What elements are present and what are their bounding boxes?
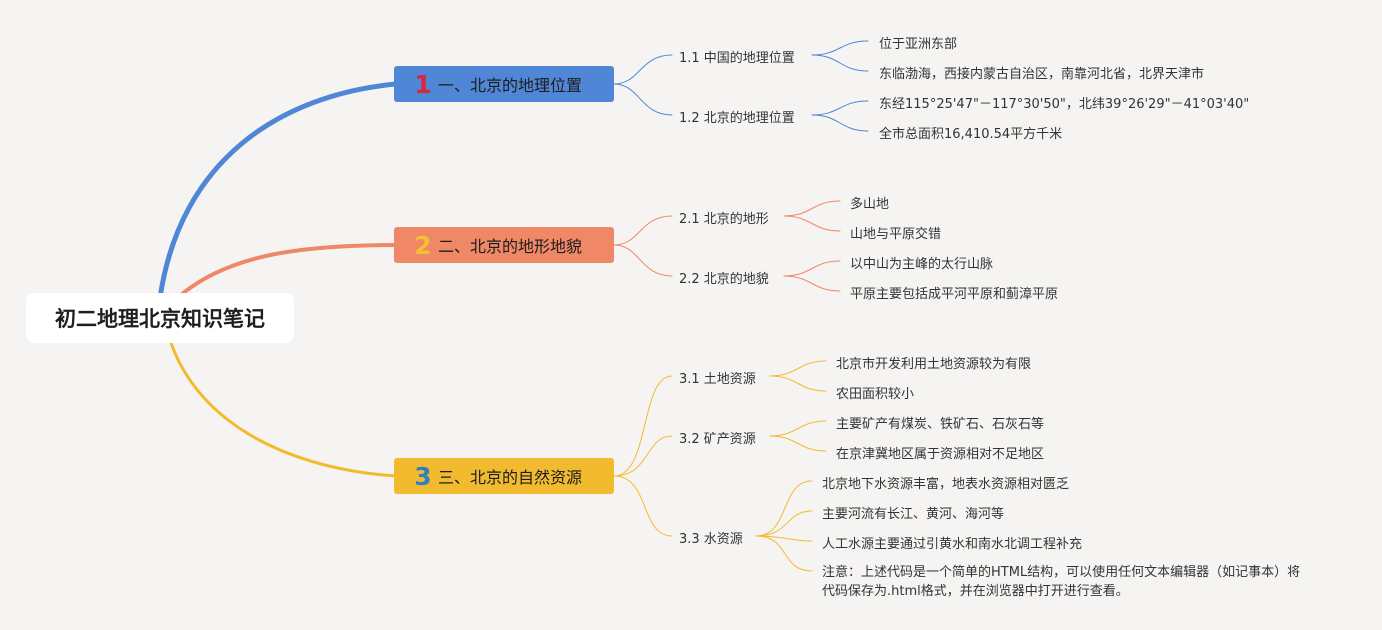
- connector-sub-3-2-leaf-2: [769, 435, 827, 452]
- connector-sub-3-1-leaf-1: [769, 360, 827, 377]
- leaf-3-2-2[interactable]: 在京津冀地区属于资源相对不足地区: [836, 447, 1045, 462]
- connector-branch-3-sub-1: [613, 375, 673, 477]
- leaf-1-2-2[interactable]: 全市总面积16,410.54平方千米: [879, 127, 1063, 142]
- leaf-3-3-2[interactable]: 主要河流有长江、黄河、海河等: [822, 507, 1005, 522]
- leaf-1-2-1[interactable]: 东经115°25'47"－117°30'50"，北纬39°26'29"－41°0…: [879, 97, 1250, 112]
- branch-topic-3[interactable]: 3 三、北京的自然资源: [394, 458, 614, 494]
- connector-sub-3-3-leaf-1: [755, 480, 813, 537]
- leaf-3-3-4[interactable]: 注意：上述代码是一个简单的HTML结构，可以使用任何文本编辑器（如记事本）将代码…: [822, 565, 1301, 599]
- branch-topic-1[interactable]: 1 一、北京的地理位置: [394, 66, 614, 102]
- connector-branch-3-sub-2: [613, 435, 673, 477]
- branch-topic-label: 三、北京的自然资源: [438, 468, 583, 487]
- subtopic-1-1[interactable]: 1.1 中国的地理位置: [679, 51, 795, 66]
- branch-topic-2[interactable]: 2 二、北京的地形地貌: [394, 227, 614, 263]
- connector-branch-2-sub-1: [613, 215, 673, 246]
- leaf-3-2-1[interactable]: 主要矿产有煤炭、铁矿石、石灰石等: [836, 417, 1045, 432]
- leaf-2-2-2[interactable]: 平原主要包括成平河平原和蓟漳平原: [850, 287, 1059, 302]
- connector-branch-2-sub-2: [613, 244, 673, 277]
- connector-root-branch-2: [180, 243, 398, 296]
- connector-sub-3-3-leaf-2: [755, 510, 813, 537]
- number-badge-2: 2: [414, 230, 432, 260]
- leaf-2-1-1[interactable]: 多山地: [850, 197, 890, 212]
- connector-sub-1-1-leaf-2: [811, 54, 869, 72]
- subtopic-3-2[interactable]: 3.2 矿产资源: [679, 432, 756, 447]
- connector-branch-1-sub-1: [613, 54, 673, 85]
- connector-sub-3-3-leaf-4: [755, 535, 813, 572]
- connector-root-branch-1: [157, 81, 399, 301]
- connector-root-branch-3: [168, 338, 398, 478]
- leaf-3-1-1[interactable]: 北京市开发利用土地资源较为有限: [836, 357, 1032, 372]
- connector-sub-2-2-leaf-1: [783, 260, 841, 277]
- subtopic-3-1[interactable]: 3.1 土地资源: [679, 372, 756, 387]
- connector-sub-1-1-leaf-1: [811, 40, 869, 56]
- leaf-3-3-1[interactable]: 北京地下水资源丰富，地表水资源相对匮乏: [822, 477, 1070, 492]
- subtopic-3-3[interactable]: 3.3 水资源: [679, 532, 743, 547]
- connector-sub-3-2-leaf-1: [769, 420, 827, 437]
- connector-sub-2-1-leaf-1: [783, 200, 841, 217]
- number-badge-1: 1: [414, 69, 432, 99]
- connector-sub-2-1-leaf-2: [783, 215, 841, 232]
- connector-sub-3-1-leaf-2: [769, 375, 827, 392]
- connector-sub-2-2-leaf-2: [783, 275, 841, 292]
- leaf-2-2-1[interactable]: 以中山为主峰的太行山脉: [850, 257, 994, 272]
- leaf-2-1-2[interactable]: 山地与平原交错: [850, 227, 942, 242]
- subtopic-1-2[interactable]: 1.2 北京的地理位置: [679, 111, 795, 126]
- number-badge-3: 3: [414, 461, 432, 491]
- leaf-3-3-3[interactable]: 人工水源主要通过引黄水和南水北调工程补充: [822, 537, 1083, 552]
- subtopic-2-1[interactable]: 2.1 北京的地形: [679, 212, 769, 227]
- branch-topic-label: 一、北京的地理位置: [438, 76, 583, 95]
- connector-sub-1-2-leaf-1: [811, 100, 869, 116]
- subtopic-2-2[interactable]: 2.2 北京的地貌: [679, 272, 769, 287]
- root-topic-label: 初二地理北京知识笔记: [55, 307, 265, 331]
- connector-branch-1-sub-2: [613, 83, 673, 116]
- root-topic[interactable]: 初二地理北京知识笔记: [26, 293, 294, 343]
- branch-topic-label: 二、北京的地形地貌: [438, 237, 583, 256]
- leaf-3-1-2[interactable]: 农田面积较小: [836, 387, 915, 402]
- leaf-1-1-1[interactable]: 位于亚洲东部: [879, 37, 958, 52]
- leaf-1-1-2[interactable]: 东临渤海，西接内蒙古自治区，南靠河北省，北界天津市: [879, 67, 1205, 82]
- connector-branch-3-sub-3: [613, 475, 673, 537]
- connector-sub-1-2-leaf-2: [811, 114, 869, 132]
